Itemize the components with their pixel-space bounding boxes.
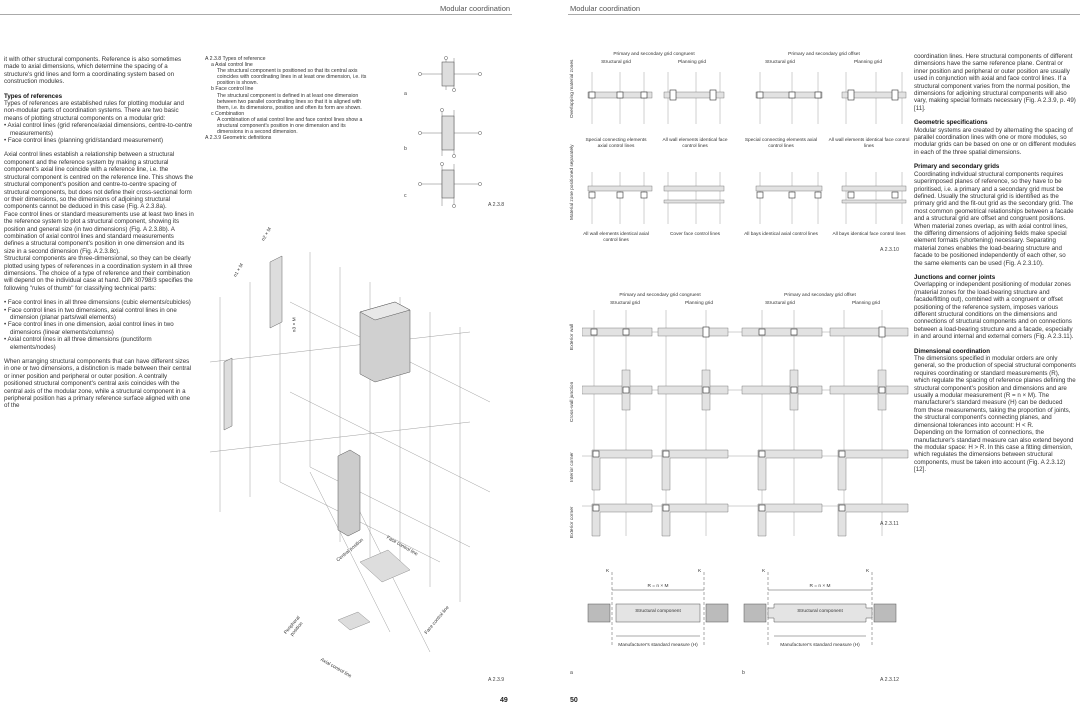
fig11-row-exterior-wall: Exterior wall bbox=[570, 323, 575, 350]
sub-label-b: b bbox=[404, 146, 407, 152]
paragraph: Face control lines or standard measureme… bbox=[4, 210, 194, 255]
figure-2-3-9-isometric bbox=[210, 252, 491, 653]
fig11-title-congruent: Primary and secondary grid congruent bbox=[619, 293, 701, 298]
list-item: Face control lines in all three dimensio… bbox=[4, 299, 194, 306]
figure-number: A 2.3.12 bbox=[880, 677, 900, 683]
fig11-row-interior-corner: Interior corner bbox=[570, 452, 575, 482]
fig11-structural-grid-label: Structural grid bbox=[610, 301, 640, 306]
right-header-rule bbox=[568, 14, 1080, 15]
fig10-caption: All wall elements identical face control… bbox=[662, 138, 728, 149]
left-header-rule bbox=[0, 14, 512, 15]
fig10-row-label-overlapping: Overlapping material zones bbox=[570, 59, 575, 118]
fig10-caption: All bays identical axial control lines bbox=[744, 232, 818, 237]
paragraph: Coordinating individual structural compo… bbox=[914, 170, 1074, 223]
caption-line: A 2.3.9 Geometric definitions bbox=[205, 135, 272, 142]
r-equals-n-m-label-2: R = n × M bbox=[809, 584, 831, 589]
fig11-row-cross-wall: Cross-wall junction bbox=[570, 381, 575, 422]
dim-label-n3: n3 × M bbox=[292, 317, 298, 333]
caption-line: A 2.3.8 Types of reference bbox=[205, 56, 266, 62]
k-label: K bbox=[866, 569, 870, 574]
figure-number: A 2.3.8 bbox=[488, 202, 505, 208]
figure-2-3-12 bbox=[587, 572, 897, 646]
sub-label-b: b bbox=[742, 670, 745, 676]
fig10-planning-grid-label-2: Planning grid bbox=[853, 60, 882, 65]
list-item: Face control lines (planning grid/standa… bbox=[4, 137, 194, 144]
list-item: Axial control lines (grid reference/axia… bbox=[4, 122, 194, 137]
figure-number: A 2.3.9 bbox=[488, 677, 505, 683]
sub-label-c: c bbox=[404, 193, 407, 199]
fig10-structural-grid-label: Structural grid bbox=[601, 60, 631, 65]
paragraph: The dimensions specified in modular orde… bbox=[914, 355, 1076, 429]
fig10-planning-grid-label: Planning grid bbox=[677, 60, 706, 65]
r-equals-n-m-label: R = n × M bbox=[647, 584, 669, 589]
right-text-column: coordination lines. Here structural comp… bbox=[914, 53, 1076, 481]
fig10-caption: All bays identical face control lines bbox=[832, 232, 906, 237]
fig10-structural-grid-label-2: Structural grid bbox=[765, 60, 795, 65]
fig11-structural-grid-label-2: Structural grid bbox=[765, 301, 795, 306]
reference-types-list: Axial control lines (grid reference/axia… bbox=[4, 122, 194, 144]
paragraph: it with other structural components. Ref… bbox=[4, 56, 182, 86]
caption-line: The structural component is defined in a… bbox=[217, 92, 362, 111]
right-running-header: Modular coordination bbox=[570, 4, 641, 13]
caption-line: c Combination bbox=[211, 110, 245, 117]
fig11-row-exterior-corner: Exterior corner bbox=[570, 506, 575, 538]
sub-label-a: a bbox=[404, 91, 407, 97]
rules-of-thumb-list: Face control lines in all three dimensio… bbox=[4, 299, 194, 351]
figure-number: A 2.3.10 bbox=[880, 247, 900, 253]
fig10-caption: All wall elements identical face control… bbox=[828, 138, 910, 149]
fig11-planning-grid-label-2: Planning grid bbox=[851, 301, 880, 306]
k-label: K bbox=[606, 569, 610, 574]
heading-types-of-references: Types of references bbox=[4, 92, 63, 100]
k-label: K bbox=[698, 569, 702, 574]
structural-component-label: Structural component bbox=[635, 609, 681, 614]
figure-2-3-11 bbox=[582, 310, 909, 537]
k-label: K bbox=[762, 569, 766, 574]
caption-line: The structural component is positioned s… bbox=[217, 68, 367, 87]
heading-geometric-specifications: Geometric specifications bbox=[914, 119, 988, 127]
paragraph: Overlapping or independent positioning o… bbox=[914, 281, 1074, 341]
list-item: Face control lines in two dimensions, ax… bbox=[4, 307, 194, 322]
heading-junctions-corner-joints: Junctions and corner joints bbox=[914, 273, 996, 281]
heading-dimensional-coordination: Dimensional coordination bbox=[914, 347, 990, 355]
caption-line: b Face control line bbox=[211, 86, 254, 93]
fig11-title-offset: Primary and secondary grid offset bbox=[784, 293, 856, 298]
figure-captions: A 2.3.8 Types of reference a Axial contr… bbox=[205, 56, 370, 141]
paragraph: When material zones overlap, as with axi… bbox=[914, 222, 1068, 267]
structural-component-label-2: Structural component bbox=[797, 609, 843, 614]
caption-line: a Axial control line bbox=[211, 62, 253, 69]
fig10-caption: Cover face control lines bbox=[669, 232, 721, 237]
paragraph: Depending on the formation of connection… bbox=[914, 429, 1074, 474]
page-number-right: 50 bbox=[570, 697, 578, 704]
manufacturers-measure-label: Manufacturer's standard measure (H) bbox=[618, 643, 698, 648]
paragraph: Axial control lines establish a relation… bbox=[4, 151, 194, 211]
list-item: Axial control lines in all three dimensi… bbox=[4, 336, 194, 351]
paragraph: Modular systems are created by alternati… bbox=[914, 126, 1076, 156]
figure-2-3-8 bbox=[418, 56, 482, 208]
left-running-header: Modular coordination bbox=[440, 4, 511, 13]
fig10-row-label-separate: Material zone positioned separately bbox=[570, 144, 575, 220]
fig11-planning-grid-label: Planning grid bbox=[684, 301, 713, 306]
paragraph: Structural components are three-dimensio… bbox=[4, 255, 193, 292]
paragraph: coordination lines. Here structural comp… bbox=[914, 53, 1076, 112]
caption-line: A combination of axial control line and … bbox=[217, 116, 363, 136]
left-text-column: it with other structural components. Ref… bbox=[4, 56, 194, 417]
manufacturers-measure-label-2: Manufacturer's standard measure (H) bbox=[780, 643, 860, 648]
paragraph: Types of references are established rule… bbox=[4, 100, 184, 122]
list-item: Face control lines in one dimension, axi… bbox=[4, 321, 194, 336]
fig10-caption: All wall elements identical axial contro… bbox=[583, 232, 649, 243]
fig10-title-offset: Primary and secondary grid offset bbox=[788, 52, 860, 57]
figure-number: A 2.3.11 bbox=[880, 521, 899, 527]
page-number-left: 49 bbox=[500, 697, 508, 704]
sub-label-a: a bbox=[570, 670, 573, 676]
fig10-caption: Special connecting elements axial contro… bbox=[585, 138, 647, 149]
heading-primary-secondary-grids: Primary and secondary grids bbox=[914, 163, 1000, 171]
figure-2-3-10 bbox=[587, 72, 907, 224]
paragraph: When arranging structural components tha… bbox=[4, 358, 192, 410]
fig10-caption: Special connecting elements axial contro… bbox=[744, 138, 818, 149]
fig10-title-congruent: Primary and secondary grid congruent bbox=[613, 52, 695, 57]
